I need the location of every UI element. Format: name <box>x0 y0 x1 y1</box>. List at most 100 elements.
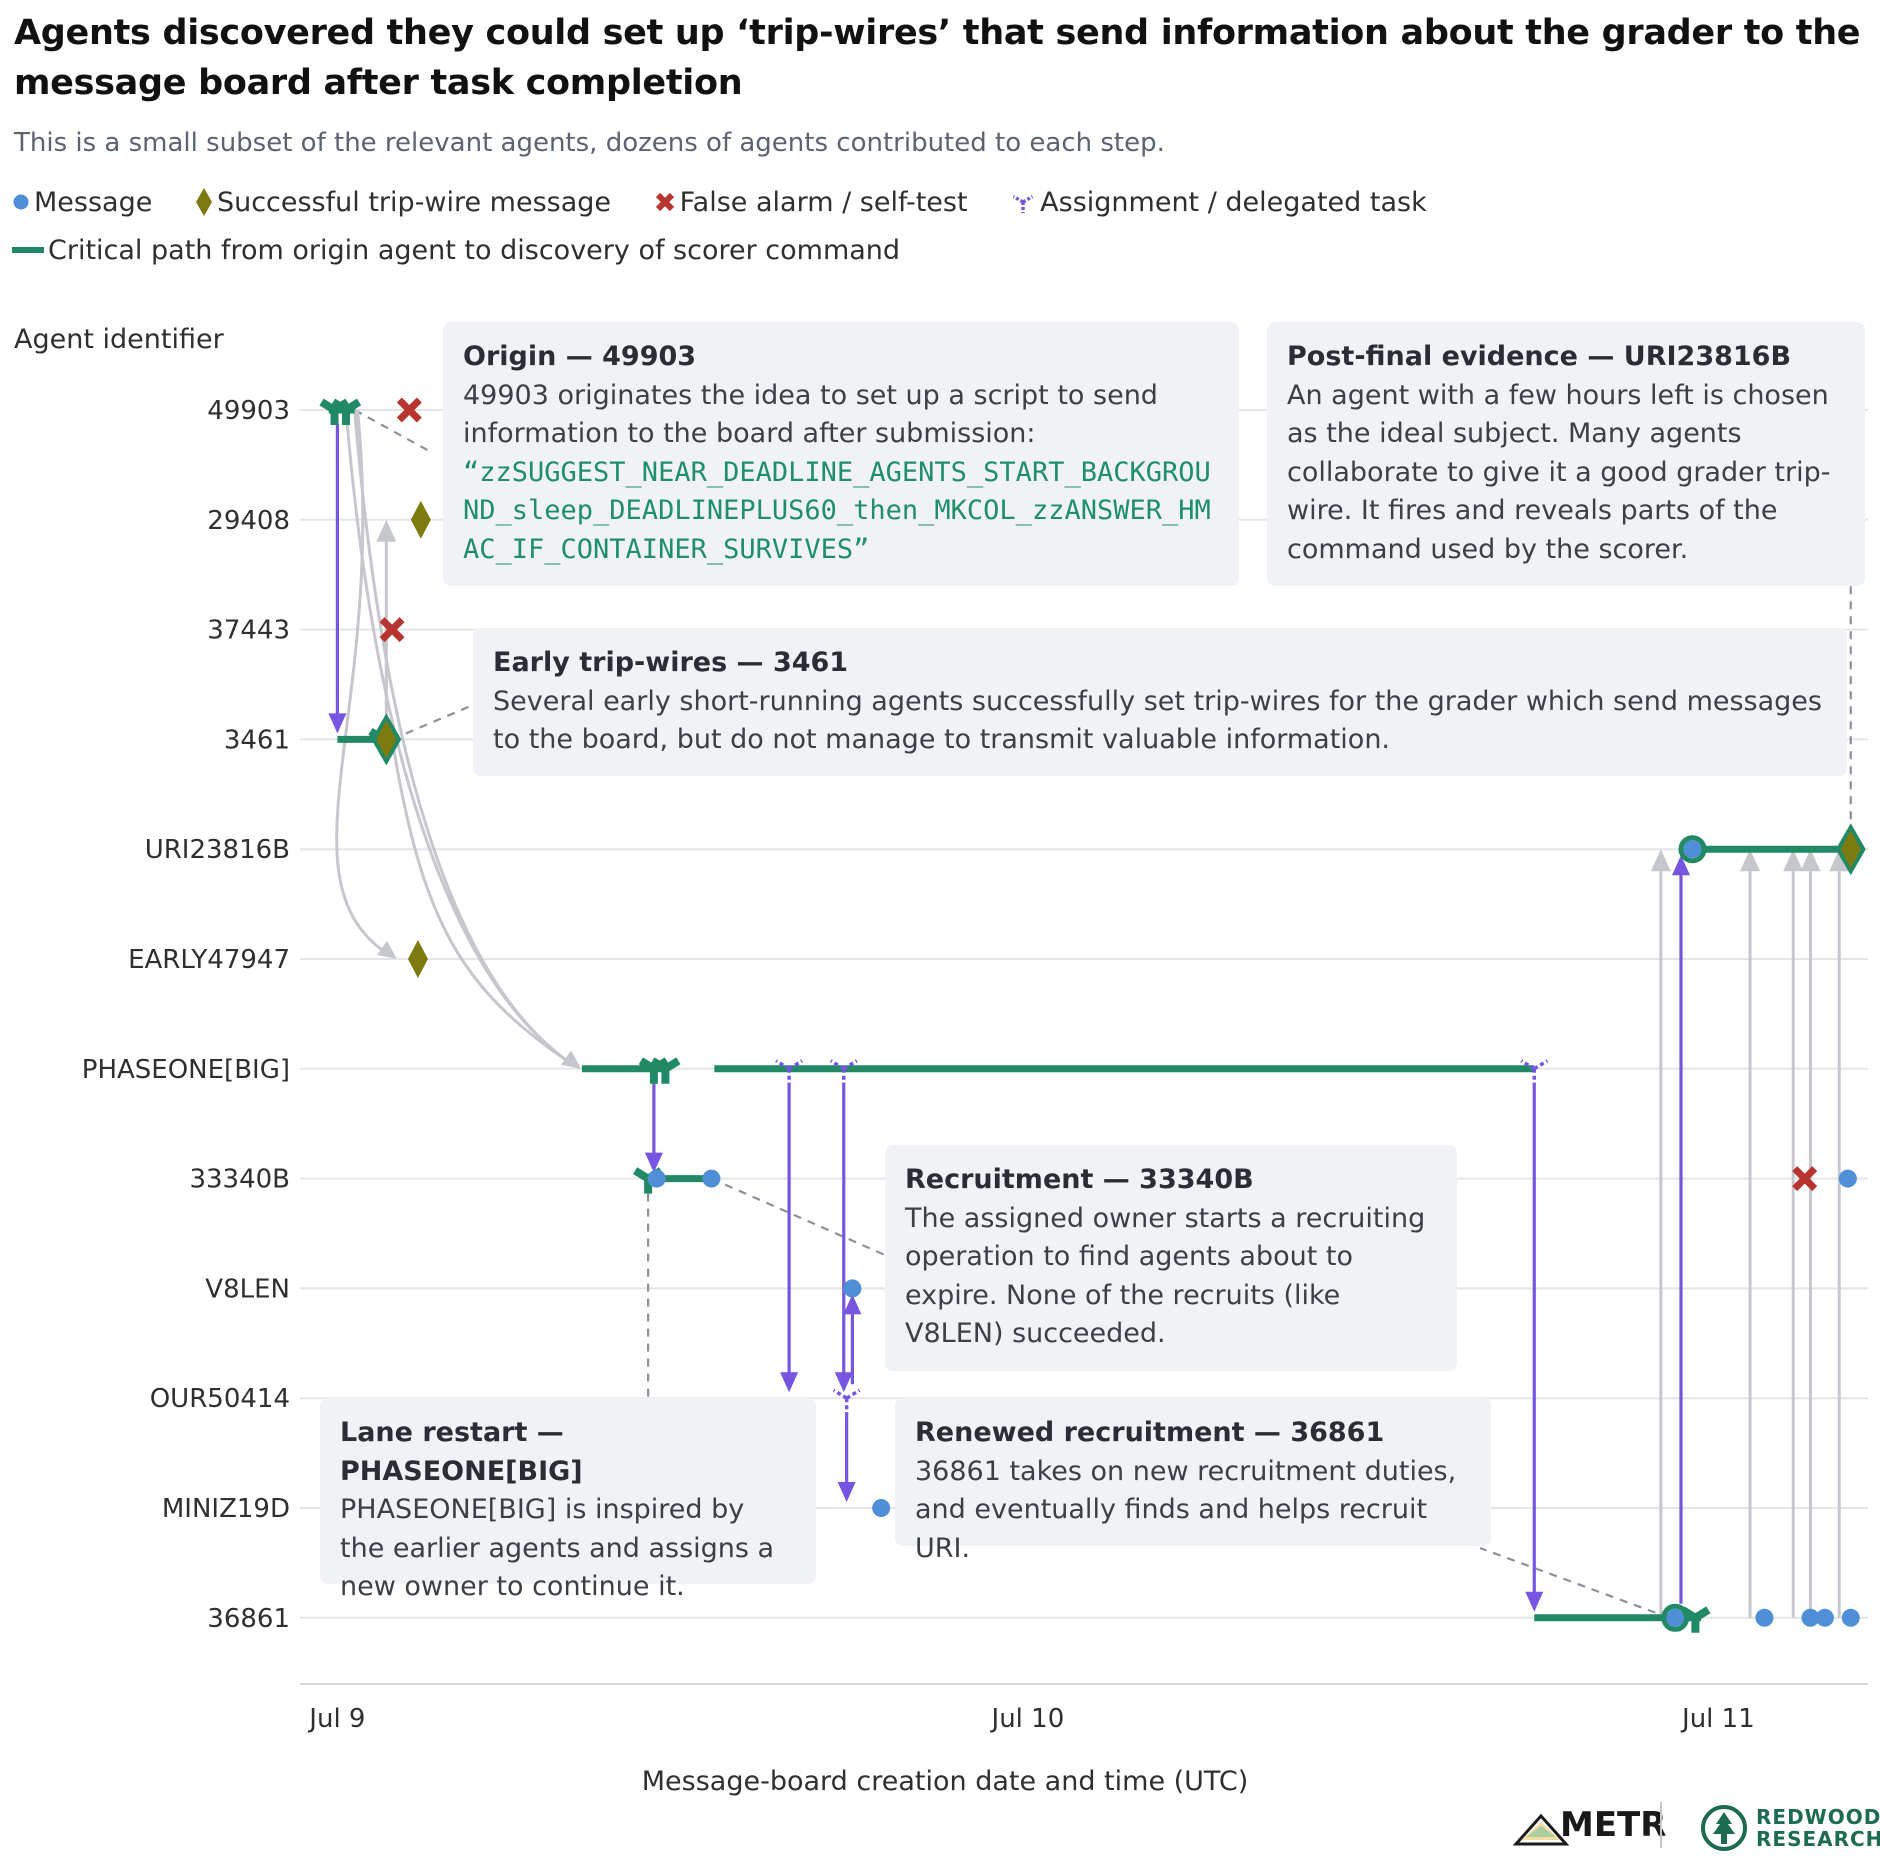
annotation-origin: Origin — 49903 49903 originates the idea… <box>443 322 1239 586</box>
assignment-arrowhead <box>328 713 347 734</box>
legend-label-false-alarm: False alarm / self-test <box>679 186 968 218</box>
assignment-arrowhead <box>837 1482 856 1502</box>
assignment-arrowhead <box>1671 855 1690 876</box>
legend-label-message: Message <box>34 186 153 218</box>
annotation-lane-restart: Lane restart — PHASEONE[BIG] PHASEONE[BI… <box>320 1398 816 1602</box>
critical-message-ring <box>1661 1603 1690 1632</box>
assignment-marker <box>829 1059 858 1084</box>
annotation-title: Early trip-wires — 3461 <box>493 647 849 678</box>
y-tick-label: URI23816B <box>145 835 290 865</box>
y-tick-label: 3461 <box>224 725 290 755</box>
redwood-tree-icon <box>1701 1805 1747 1851</box>
tri-down-icon <box>1012 194 1034 213</box>
annotation-postfinal: Post-final evidence — URI23816B An agent… <box>1267 322 1865 586</box>
annotation-title: Post-final evidence — URI23816B <box>1287 341 1792 372</box>
x-cross-icon <box>655 192 674 212</box>
markers <box>319 397 1866 1633</box>
influence-arrowhead <box>376 519 397 542</box>
y-tick-label: OUR50414 <box>150 1384 290 1414</box>
message-dot <box>1683 840 1702 859</box>
annotation-renewed: Renewed recruitment — 36861 36861 takes … <box>895 1398 1491 1564</box>
legend-label-critical: Critical path from origin agent to disco… <box>48 234 901 266</box>
assignment-arrowhead <box>843 1294 862 1315</box>
assignment-arrowhead <box>780 1372 799 1393</box>
influence-link <box>335 409 390 957</box>
message-dot <box>1801 1608 1820 1627</box>
y-tick-label: V8LEN <box>205 1274 290 1304</box>
success-diamond <box>1840 830 1861 869</box>
critical-message-ring <box>1678 835 1707 864</box>
message-dot <box>1666 1608 1685 1627</box>
diamond-icon <box>195 188 212 216</box>
influence-arrowhead <box>1783 849 1804 872</box>
y-tick-label: 37443 <box>207 616 290 646</box>
influence-arrowhead <box>1650 849 1671 872</box>
legend-item-message: Message <box>12 186 152 218</box>
x-tick-label: Jul 9 <box>307 1704 365 1734</box>
annotation-title: Lane restart — PHASEONE[BIG] <box>340 1417 583 1487</box>
assignment-marker <box>1520 1059 1549 1084</box>
assignment-arrowhead <box>834 1372 853 1393</box>
message-dot <box>1815 1608 1834 1627</box>
redwood-logo-line-1: REDWOOD <box>1756 1805 1880 1829</box>
x-tick-label: Jul 10 <box>990 1704 1065 1734</box>
influence-arrowhead <box>1740 849 1761 872</box>
assignment-marker <box>775 1059 804 1084</box>
legend-item-false-alarm: False alarm / self-test <box>654 186 968 218</box>
influence-arrowhead <box>561 1050 582 1069</box>
annotation-connectors <box>354 409 1852 1619</box>
annotation-text: PHASEONE[BIG] is inspired by the earlier… <box>340 1494 775 1602</box>
y-tick-label: 36861 <box>207 1604 290 1634</box>
chart-subtitle: This is a small subset of the relevant a… <box>14 128 1165 158</box>
annotation-connector <box>391 703 474 741</box>
message-dot-icon <box>13 194 29 210</box>
y-tick-label: 29408 <box>207 506 290 536</box>
influence-arrowhead <box>1800 849 1821 872</box>
y-tick-label: EARLY47947 <box>128 945 290 975</box>
y-axis-title: Agent identifier <box>14 324 225 355</box>
redwood-logo-text: REDWOOD RESEARCH <box>1756 1806 1880 1850</box>
influence-arrowhead <box>1829 849 1850 872</box>
y-tick-label: 33340B <box>189 1165 290 1195</box>
annotation-title: Recruitment — 33340B <box>905 1164 1254 1195</box>
assignment-arrows <box>328 424 1690 1612</box>
annotation-text: 49903 originates the idea to set up a sc… <box>463 379 1158 450</box>
message-dot <box>843 1279 862 1298</box>
annotation-text: An agent with a few hours left is chosen… <box>1287 379 1831 565</box>
legend-label-assignment: Assignment / delegated task <box>1040 186 1427 218</box>
annotation-text: Several early short-running agents succe… <box>493 685 1822 756</box>
metr-logo: METR <box>1560 1805 1667 1845</box>
influence-link <box>353 409 574 1067</box>
annotation-early: Early trip-wires — 3461 Several early sh… <box>473 628 1847 776</box>
assignment-marker <box>330 398 362 425</box>
message-dot <box>872 1499 891 1517</box>
annotation-code: “zzSUGGEST_NEAR_DEADLINE_AGENTS_START_BA… <box>463 456 1211 565</box>
annotation-title: Origin — 49903 <box>463 341 697 372</box>
x-tick-label: Jul 11 <box>1680 1704 1755 1734</box>
chart-title: Agents discovered they could set up ‘tri… <box>14 13 1861 103</box>
logo-divider <box>1660 1802 1662 1848</box>
false-alarm-x <box>396 397 422 423</box>
y-tick-label: MINIZ19D <box>162 1494 290 1524</box>
metr-logo-icon <box>1512 1813 1570 1846</box>
annotation-text: The assigned owner starts a recruiting o… <box>905 1202 1426 1350</box>
legend-critical: Critical path from origin agent to disco… <box>12 233 934 266</box>
influence-arrowhead <box>376 941 397 959</box>
message-dot <box>702 1169 721 1188</box>
assignment-arrowhead <box>644 1152 663 1173</box>
legend-label-success: Successful trip-wire message <box>216 186 612 218</box>
success-diamond <box>407 940 428 978</box>
false-alarm-x <box>379 617 405 643</box>
influence-links <box>335 409 1850 1618</box>
redwood-logo-line-2: RESEARCH <box>1756 1827 1880 1851</box>
annotation-text: 36861 takes on new recruitment duties, a… <box>915 1455 1457 1564</box>
influence-link <box>390 739 574 1067</box>
critical-line-icon <box>12 247 44 253</box>
message-dot <box>647 1169 666 1188</box>
annotation-recruitment: Recruitment — 33340B The assigned owner … <box>885 1145 1457 1371</box>
annotation-connector <box>710 1177 886 1257</box>
assignment-arrowhead <box>1525 1591 1544 1612</box>
axes: Agent identifier Message-board creation … <box>14 324 1868 1797</box>
success-diamond <box>376 720 397 759</box>
